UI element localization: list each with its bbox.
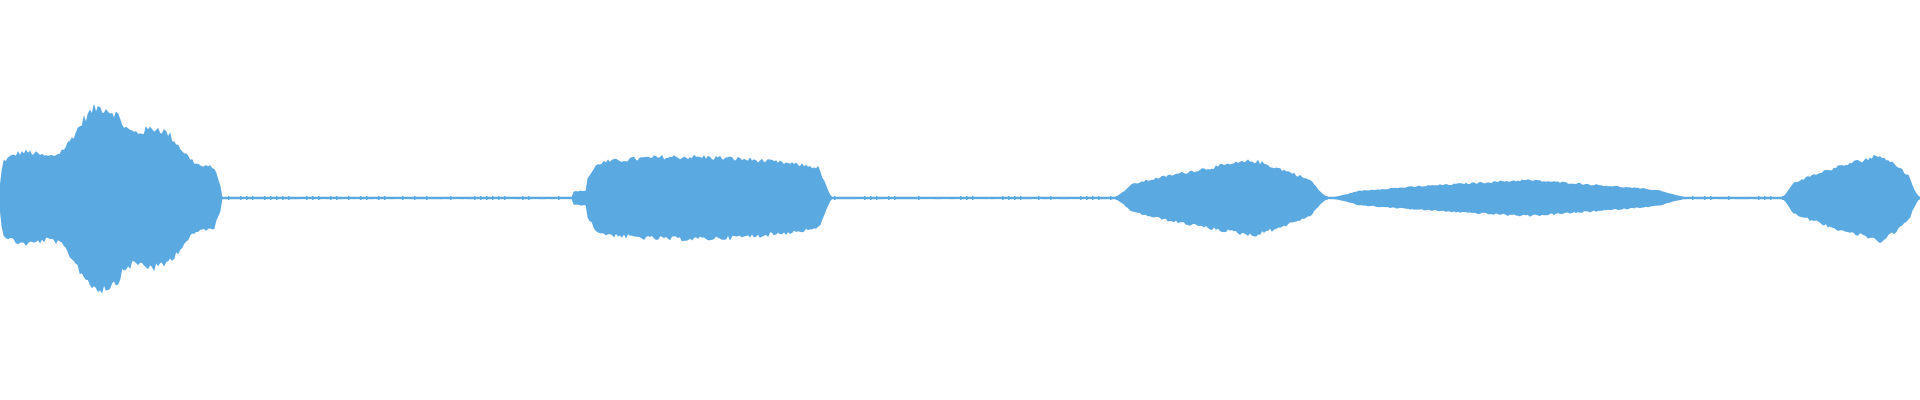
noise-speck [252, 196, 254, 200]
noise-speck [330, 196, 332, 200]
noise-speck [1038, 196, 1040, 200]
noise-speck [1764, 196, 1766, 200]
noise-speck [972, 196, 974, 200]
noise-speck [276, 196, 278, 200]
noise-speck [1758, 196, 1760, 200]
noise-speck [336, 196, 338, 200]
noise-speck [312, 196, 314, 200]
noise-speck [1110, 196, 1112, 200]
noise-speck [1092, 196, 1094, 200]
noise-speck [1710, 196, 1712, 200]
noise-speck [834, 196, 836, 200]
noise-speck [1704, 196, 1706, 200]
noise-speck [384, 196, 386, 200]
noise-speck [426, 196, 428, 200]
noise-speck [498, 196, 500, 200]
noise-speck [480, 196, 482, 200]
noise-speck [894, 196, 896, 200]
noise-speck [270, 196, 272, 200]
noise-speck [1014, 196, 1016, 200]
noise-speck [366, 196, 368, 200]
noise-speck [528, 196, 530, 200]
noise-speck [1770, 196, 1772, 200]
noise-speck [264, 196, 266, 200]
noise-speck [864, 196, 866, 200]
noise-speck [282, 196, 284, 200]
noise-speck [522, 196, 524, 200]
noise-speck [360, 196, 362, 200]
noise-speck [1680, 196, 1682, 200]
noise-speck [870, 196, 872, 200]
noise-speck [1692, 196, 1694, 200]
noise-speck [1008, 196, 1010, 200]
noise-speck [228, 196, 230, 200]
noise-speck [246, 196, 248, 200]
noise-speck [1782, 196, 1784, 200]
noise-speck [486, 196, 488, 200]
noise-speck [492, 196, 494, 200]
noise-speck [474, 196, 476, 200]
noise-speck [888, 196, 890, 200]
noise-speck [240, 196, 242, 200]
noise-speck [1050, 196, 1052, 200]
noise-speck [1002, 196, 1004, 200]
noise-speck [288, 196, 290, 200]
noise-speck [414, 196, 416, 200]
noise-speck [1728, 196, 1730, 200]
noise-speck [306, 196, 308, 200]
noise-speck [348, 196, 350, 200]
noise-speck [378, 196, 380, 200]
noise-speck [1080, 196, 1082, 200]
noise-speck [1326, 196, 1328, 200]
noise-speck [318, 196, 320, 200]
waveform-noise-specks [228, 196, 1784, 200]
noise-speck [1086, 196, 1088, 200]
noise-speck [966, 196, 968, 200]
noise-speck [558, 196, 560, 200]
noise-speck [402, 196, 404, 200]
noise-speck [1098, 196, 1100, 200]
noise-speck [1116, 196, 1118, 200]
noise-speck [504, 196, 506, 200]
noise-speck [960, 196, 962, 200]
noise-speck [450, 196, 452, 200]
noise-speck [918, 196, 920, 200]
noise-speck [1020, 196, 1022, 200]
noise-speck [876, 196, 878, 200]
